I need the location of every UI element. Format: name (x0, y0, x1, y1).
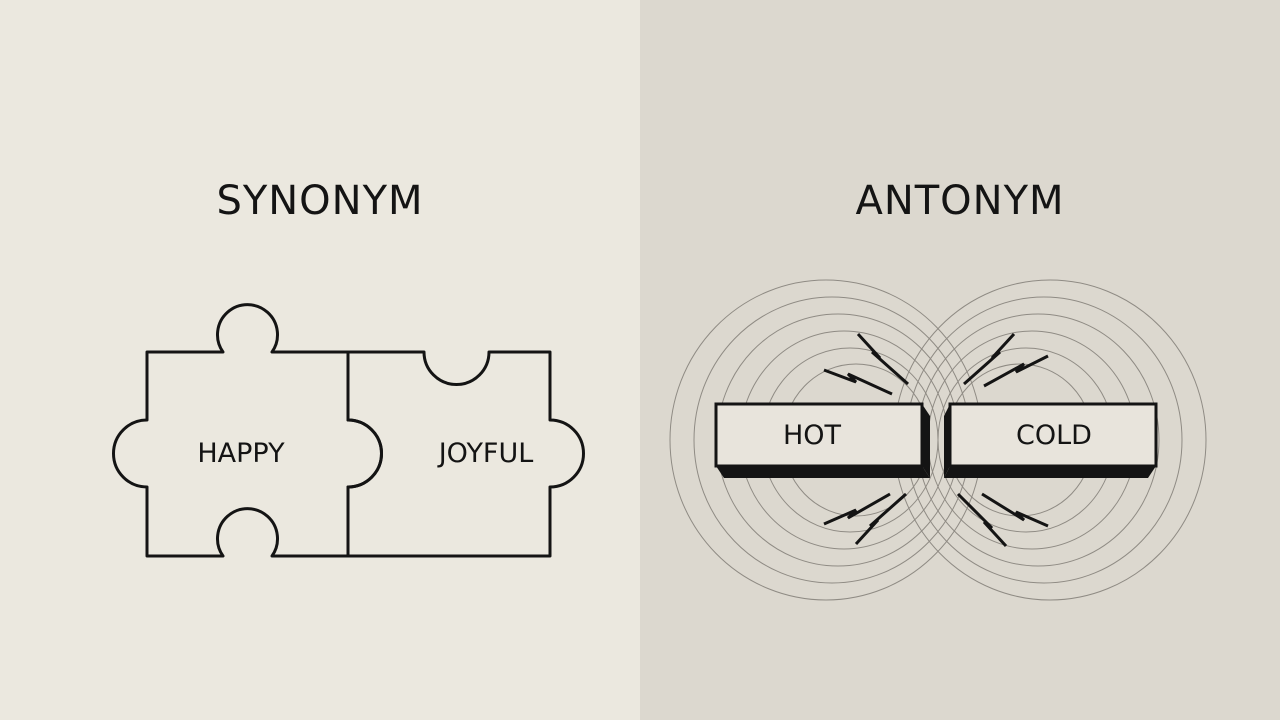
piece-word-happy: HAPPY (197, 438, 285, 469)
lightning-bolt-icon (956, 492, 1008, 548)
antonym-heading: ANTONYM (855, 178, 1065, 224)
puzzle-piece-left (112, 303, 383, 558)
synonym-panel: SYNONYM HAPPY JOYFUL (112, 178, 585, 558)
lightning-bolt-icon (854, 492, 907, 546)
lightning-bolt-icon (983, 354, 1049, 388)
magnet-diagram: HOT COLD (669, 279, 1207, 601)
lightning-bolt-icons (823, 332, 1049, 548)
synonym-heading: SYNONYM (216, 178, 424, 224)
block-word-cold: COLD (1016, 420, 1092, 451)
lightning-bolt-icon (856, 332, 909, 386)
puzzle-piece-right (346, 350, 585, 558)
block-hot (714, 402, 930, 478)
lightning-bolt-icon (823, 368, 893, 396)
block-word-hot: HOT (783, 420, 842, 451)
lightning-bolt-icon (981, 492, 1049, 528)
piece-word-joyful: JOYFUL (437, 438, 534, 469)
block-cold (944, 402, 1158, 478)
puzzle-diagram: HAPPY JOYFUL (112, 303, 585, 558)
lightning-bolt-icon (823, 492, 891, 526)
antonym-panel: ANTONYM HOT COLD (640, 0, 1280, 720)
lightning-bolt-icon (963, 332, 1016, 386)
